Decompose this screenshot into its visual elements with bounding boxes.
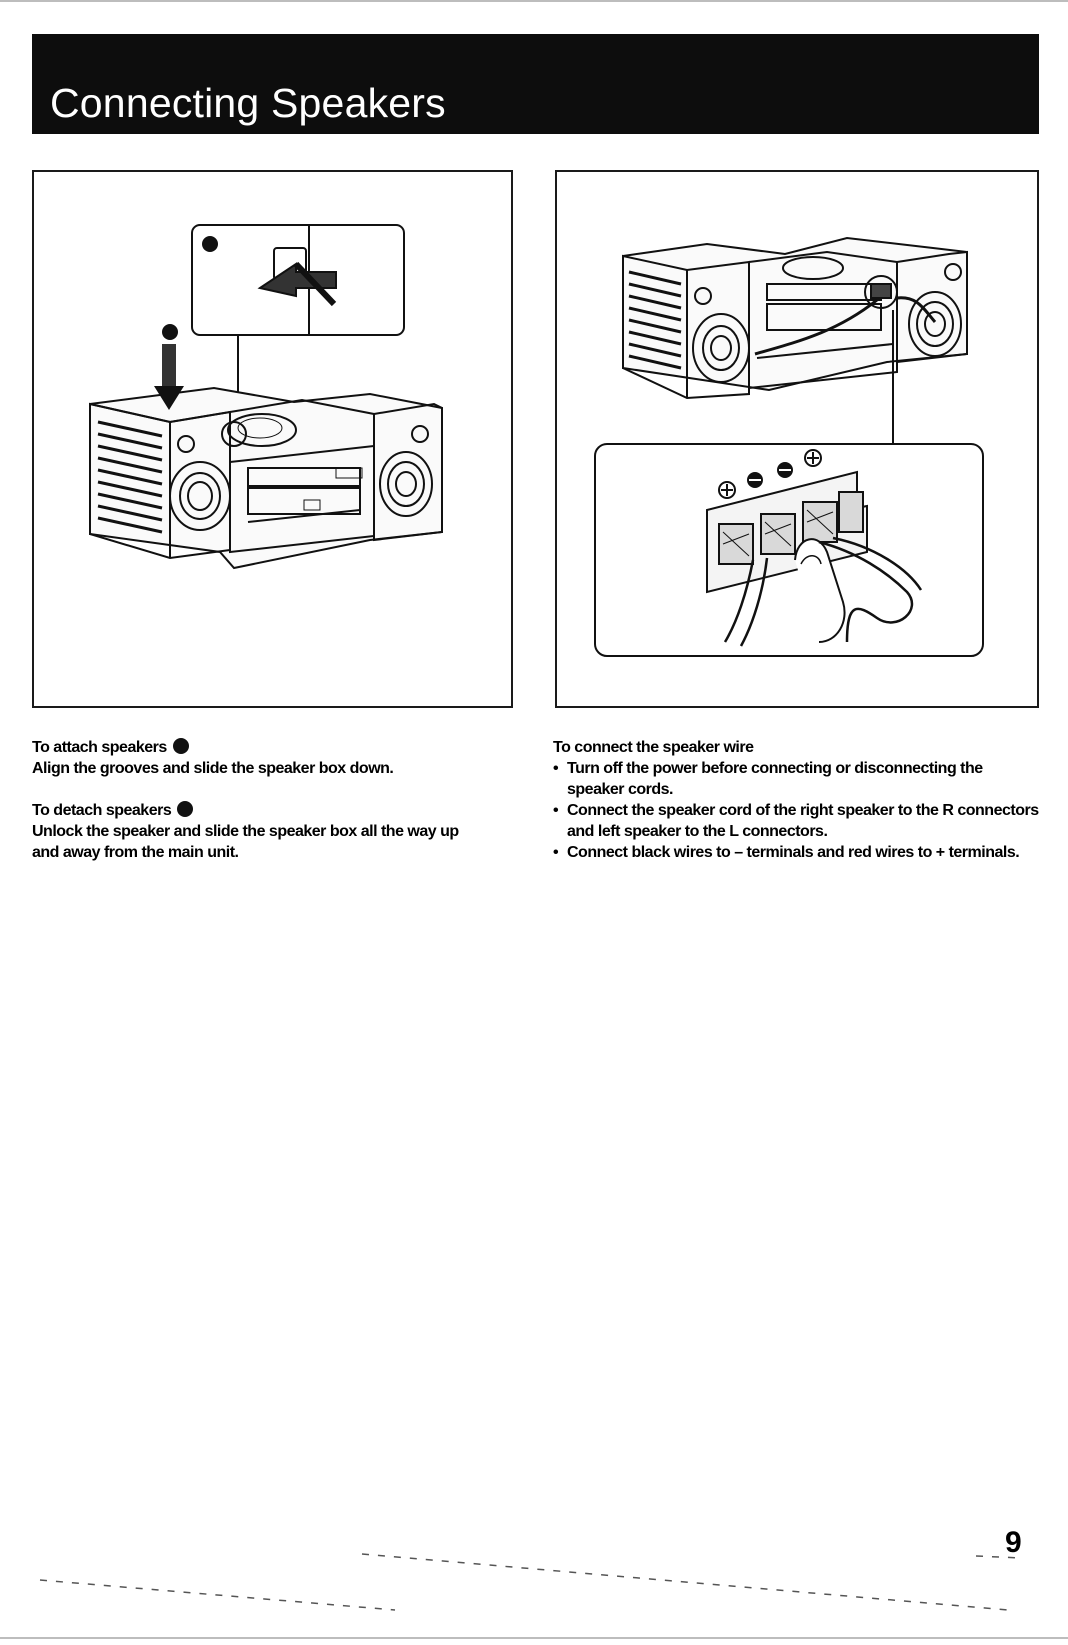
filled-circle-icon [202,236,218,252]
detach-heading: To detach speakers [32,800,512,821]
plus-icon [718,481,736,499]
top-rule [0,0,1068,2]
wire-illustration [594,236,984,657]
filled-circle-icon [162,324,178,340]
detach-text-line1: Unlock the speaker and slide the speaker… [32,823,459,840]
right-instructions: To connect the speaker wire Turn off the… [553,737,1041,863]
detach-text-line2: and away from the main unit. [32,844,239,861]
title-bar: Connecting Speakers [32,34,1039,134]
page-title: Connecting Speakers [50,80,446,126]
bottom-rule [0,1637,1068,1639]
filled-circle-icon [172,738,189,754]
wire-bullet-list: Turn off the power before connecting or … [553,758,1041,863]
left-instructions: To attach speakers Align the grooves and… [32,737,512,863]
attach-illustration [89,224,443,570]
list-item: Connect black wires to – terminals and r… [553,842,1041,863]
callout-box [191,224,405,336]
minus-icon [747,472,763,488]
wire-heading: To connect the speaker wire [553,739,754,756]
figure-connect-wire [555,170,1039,708]
down-arrow-icon [154,344,184,410]
attach-text: Align the grooves and slide the speaker … [32,760,394,777]
filled-circle-icon [177,801,194,817]
detail-box [594,443,984,657]
list-item: Turn off the power before connecting or … [553,758,1041,800]
plus-icon [804,449,822,467]
attach-heading: To attach speakers [32,737,512,758]
list-item: Connect the speaker cord of the right sp… [553,800,1041,842]
minus-icon [777,462,793,478]
page-number: 9 [1005,1526,1022,1559]
figure-attach-speakers [32,170,513,708]
